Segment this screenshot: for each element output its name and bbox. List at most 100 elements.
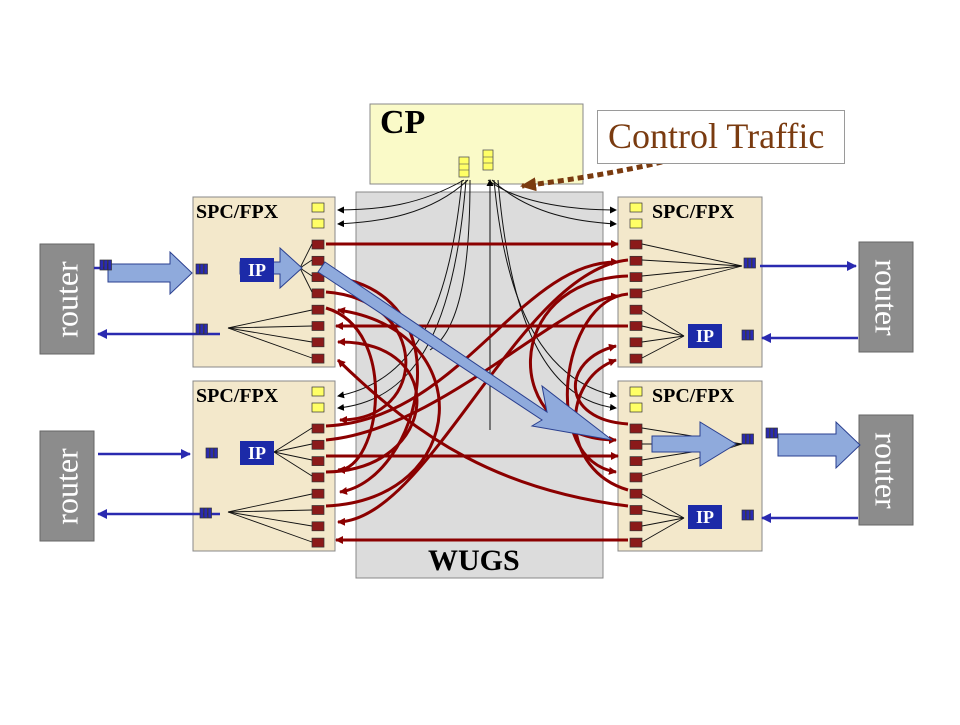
router-box-top-right xyxy=(858,241,914,353)
port-fan-lines xyxy=(227,243,743,543)
data-queue xyxy=(311,439,325,450)
fan-line xyxy=(641,243,743,267)
link-queue-cell xyxy=(205,447,210,459)
egress-flow-arrow-port xyxy=(651,421,737,467)
data-queue xyxy=(629,488,643,499)
link-queue-cell xyxy=(751,257,756,269)
data-queue xyxy=(629,353,643,364)
wugs-label: WUGS xyxy=(428,544,520,577)
fan-line xyxy=(641,265,743,293)
port-box-bottom-left xyxy=(192,380,336,552)
router-label: router xyxy=(48,260,85,338)
data-queue xyxy=(311,488,325,499)
data-queue xyxy=(629,288,643,299)
control-queue xyxy=(311,218,325,229)
ip-block-top-right: IP xyxy=(688,324,722,348)
data-queue xyxy=(629,456,643,466)
data-queue xyxy=(629,505,643,515)
fan-line xyxy=(641,265,743,277)
control-traffic-arrow xyxy=(520,159,663,192)
router-box-bottom-left xyxy=(39,430,95,542)
data-queue xyxy=(311,272,325,282)
data-queue xyxy=(311,288,325,299)
fan-line xyxy=(641,509,685,519)
fan-line xyxy=(299,243,313,269)
ip-block-top-left: IP xyxy=(240,258,274,282)
link-queue-cell xyxy=(195,263,200,275)
link-queue-cell xyxy=(99,259,104,271)
link-queue-cell xyxy=(743,257,748,269)
data-links-straight xyxy=(326,240,628,544)
router-label: router xyxy=(868,258,905,336)
data-queue xyxy=(311,505,325,515)
fan-line xyxy=(641,335,685,343)
ingress-flow-arrow-left xyxy=(107,250,193,296)
egress-flow-arrow-right xyxy=(777,420,861,470)
fan-line xyxy=(227,327,313,343)
link-queue-cell xyxy=(213,447,218,459)
data-queue xyxy=(629,423,643,434)
fan-line xyxy=(227,511,313,527)
link-queue-cell xyxy=(741,509,746,521)
link-queue-cell xyxy=(199,263,204,275)
link-queue-cell xyxy=(749,329,754,341)
fan-line xyxy=(641,325,685,337)
data-queue xyxy=(629,537,643,548)
fan-line xyxy=(641,517,685,543)
data-queue xyxy=(629,337,643,348)
fan-line xyxy=(227,309,313,329)
data-queue xyxy=(629,239,643,250)
control-traffic-label: Control Traffic xyxy=(608,116,825,156)
data-queue xyxy=(311,537,325,548)
fan-line xyxy=(641,309,685,337)
router-top-right: router xyxy=(859,242,913,352)
data-queue xyxy=(311,353,325,364)
data-queue xyxy=(629,272,643,282)
link-queue-cell xyxy=(199,323,204,335)
data-queue xyxy=(311,321,325,331)
fan-line xyxy=(227,493,313,513)
fan-line xyxy=(641,493,685,519)
ip-block-bottom-left: IP xyxy=(240,441,274,465)
link-queue-cell xyxy=(747,257,752,269)
router-bottom-right: router xyxy=(859,415,913,525)
router-box-bottom-right xyxy=(858,414,914,526)
link-queue-cell xyxy=(765,427,770,439)
control-traffic-label-box xyxy=(597,110,845,164)
link-queue-cell xyxy=(203,323,208,335)
fan-line xyxy=(299,267,313,277)
fan-line xyxy=(641,259,743,267)
data-queue xyxy=(311,456,325,466)
data-queue xyxy=(629,521,643,532)
data-queue xyxy=(629,472,643,483)
data-queue xyxy=(629,304,643,315)
link-queue-cell xyxy=(107,259,112,271)
router-links xyxy=(94,261,858,523)
data-queue xyxy=(629,255,643,266)
link-queue-cell xyxy=(741,329,746,341)
router-bottom-left: router xyxy=(40,431,94,541)
port-label-bottom-left: SPC/FPX xyxy=(196,385,279,407)
router-top-left: router xyxy=(40,244,94,354)
link-queue-cell xyxy=(749,433,754,445)
control-queue xyxy=(629,218,643,229)
fan-line xyxy=(273,443,313,453)
link-queue-cell xyxy=(209,447,214,459)
control-queue xyxy=(629,402,643,413)
link-queue-cell xyxy=(203,263,208,275)
link-queue-cell xyxy=(749,509,754,521)
link-queue-cell xyxy=(195,323,200,335)
cp-box xyxy=(369,103,584,185)
fabric-flow-arrow xyxy=(317,261,613,441)
wugs-switch-fabric xyxy=(355,191,604,579)
link-queue-cell xyxy=(103,259,108,271)
link-queue-cell xyxy=(203,507,208,519)
fan-line xyxy=(227,511,313,543)
port-box-top-left xyxy=(192,196,336,368)
control-queue xyxy=(629,202,643,213)
fan-line xyxy=(641,517,685,527)
data-queue xyxy=(311,472,325,483)
ip-block-bottom-right: IP xyxy=(688,505,722,529)
